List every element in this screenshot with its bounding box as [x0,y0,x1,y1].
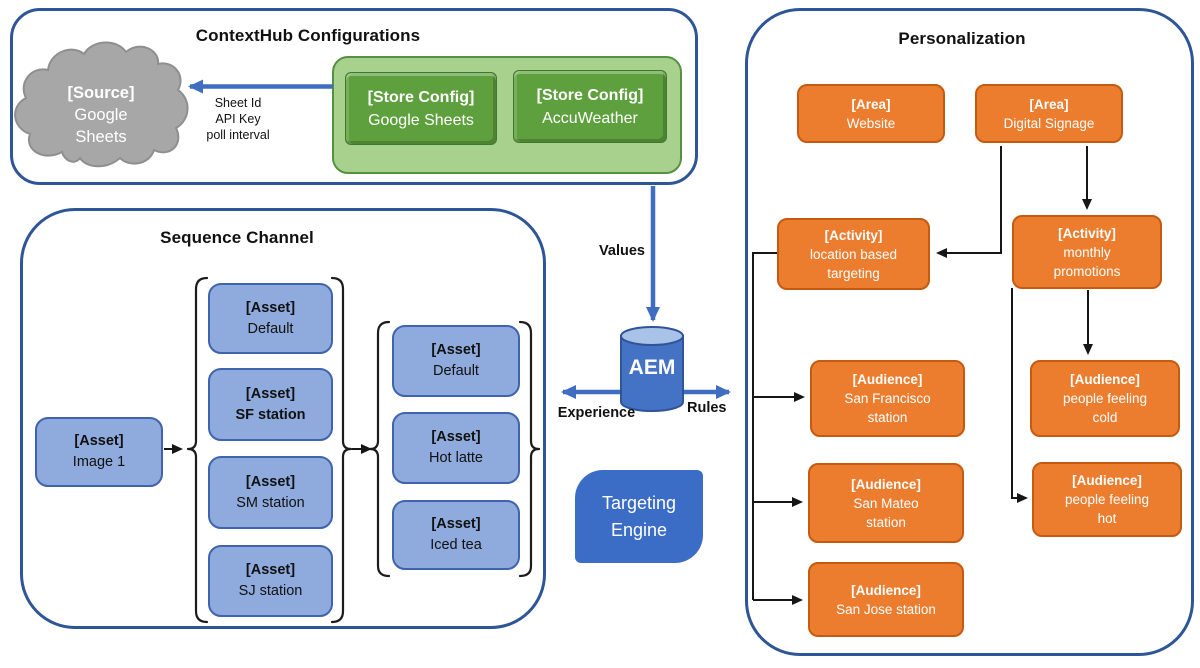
personalization-container [745,8,1194,656]
audience-tag: [Audience] [851,476,921,492]
rules-label: Rules [687,400,727,416]
bracket-left-group1 [186,276,209,624]
aem-label: AEM [628,356,676,379]
asset-name: Default [433,363,479,379]
monthly-to-hot-arrow [1011,288,1028,503]
audience-san-mateo-station: [Audience] San Mateo station [808,463,964,543]
activity-name: monthly promotions [1053,244,1121,279]
audience-name: people feeling cold [1062,391,1148,425]
asset-iced-tea: [Asset] Iced tea [392,500,520,570]
audience-tag: [Audience] [852,372,923,387]
source-tag: [Source] [67,84,135,102]
asset-sf-station: [Asset] SF station [208,368,333,441]
asset-hot-latte: [Asset] Hot latte [392,412,520,484]
audience-people-feeling-cold: [Audience] people feeling cold [1030,360,1180,437]
area-tag: [Area] [1029,96,1069,112]
area-name: Website [846,115,896,131]
sequence-channel-container [20,208,546,629]
activity-name: location based targeting [809,246,898,281]
sheet-id-label: Sheet Id [214,96,262,110]
audience-tag: [Audience] [1070,372,1140,387]
asset-name: Hot latte [429,450,483,466]
audience-name: people feeling hot [1064,492,1150,526]
asset-tag: [Asset] [74,433,124,449]
store-config-name: Google Sheets [368,111,474,129]
store-config-tag: [Store Config] [536,86,644,104]
activity-tag: [Activity] [1058,225,1116,241]
audience-name: San Jose station [836,601,936,617]
connection-param-labels: Sheet Id API Key poll interval [182,95,294,143]
personalization-title: Personalization [898,29,1026,48]
sequence-channel-title: Sequence Channel [160,228,314,247]
store-config-tag: [Store Config] [367,88,475,106]
activity-tag: [Activity] [824,227,883,243]
asset-name: SJ station [238,583,303,599]
area-tag: [Area] [851,96,891,112]
asset-name: Default [247,320,294,337]
activity-location-based-targeting: [Activity] location based targeting [777,218,930,290]
asset-tag: [Asset] [245,562,296,578]
location-rail [752,252,777,600]
audience-people-feeling-hot: [Audience] people feeling hot [1032,462,1182,537]
area-website: [Area] Website [797,84,945,143]
asset-image1: [Asset] Image 1 [35,417,163,487]
asset-name: Iced tea [430,537,482,553]
audience-tag: [Audience] [1072,473,1142,488]
asset-tag: [Asset] [431,516,481,532]
audience-name: San Mateo station [853,495,919,530]
values-label: Values [599,243,645,259]
contexthub-title: ContextHub Configurations [195,26,421,45]
audience-san-francisco-station: [Audience] San Francisco station [810,360,965,437]
bracket-right-group1 [330,276,353,624]
bracket-left-group2 [368,320,391,578]
personalization-connectors [752,146,1093,605]
signage-to-location-arrow [936,146,1002,258]
asset-name: SM station [236,494,305,511]
group-brackets [186,276,541,624]
contexthub-configurations-container [10,8,698,185]
asset-tag: [Asset] [245,299,296,316]
area-digital-signage: [Area] Digital Signage [975,84,1123,143]
aem-cylinder [620,326,684,412]
source-cloud-label: [Source] Google Sheets [40,82,162,148]
asset-sm-station: [Asset] SM station [208,456,333,529]
asset-tag: [Asset] [431,342,481,358]
api-key-label: API Key [215,112,261,126]
store-config-name: AccuWeather [542,109,638,127]
asset-tag: [Asset] [245,473,296,490]
cloud-shape [14,41,189,168]
audience-tag: [Audience] [851,582,921,598]
asset-name: Image 1 [72,454,126,470]
store-config-accuweather: [Store Config] AccuWeather [513,70,667,143]
audience-name: San Francisco station [844,391,931,425]
store-config-google-sheets: [Store Config] Google Sheets [345,72,497,145]
experience-label: Experience [557,405,636,421]
area-name: Digital Signage [1003,115,1095,131]
source-name-line2: Sheets [75,128,127,146]
asset-sj-station: [Asset] SJ station [208,545,333,617]
audience-san-jose-station: [Audience] San Jose station [808,562,964,637]
asset-name: SF station [235,406,306,423]
activity-monthly-promotions: [Activity] monthly promotions [1012,215,1162,289]
asset-tag: [Asset] [245,385,296,402]
asset-default-1: [Asset] Default [208,283,333,354]
asset-tag: [Asset] [431,429,481,445]
bracket-right-group2 [518,320,541,578]
asset-default-2: [Asset] Default [392,325,520,397]
poll-interval-label: poll interval [206,128,270,142]
source-name-line1: Google [74,106,128,124]
targeting-engine-box: Targeting Engine [575,470,703,563]
